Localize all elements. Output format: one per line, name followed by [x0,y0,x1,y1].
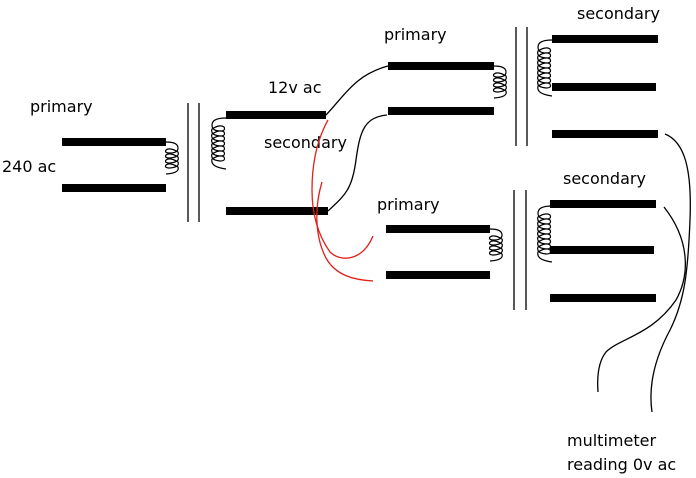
t1-primary-label: primary [30,97,93,116]
t4-secondary-label: secondary [563,169,646,188]
t2-secondary-label: secondary [264,133,347,152]
t1-winding-bar-bottom [62,184,166,192]
wiring [311,65,691,413]
t3-primary-label: primary [384,25,447,44]
t3-secondary-bar-middle [552,83,656,91]
t4-secondary-bar-top [550,200,656,208]
t3-secondary-bar-bottom [552,130,658,138]
t2-output-label: 12v ac [268,78,322,97]
meter-label-line1: multimeter [567,431,656,450]
t1-secondary-bar-bottom [226,207,328,215]
meter-lead-2 [597,206,686,393]
t4-secondary-bar-bottom [550,294,656,302]
t3-primary-bar-bottom [388,107,494,115]
wire-12v-bottom-to-t3-bottom [327,114,388,212]
meter-lead-1 [650,133,691,413]
t4-secondary-coil [537,205,553,263]
t3-primary-bar-top [388,62,494,70]
t1-primary-coil [164,141,179,175]
meter-label-line2: reading 0v ac [567,455,676,474]
t4-primary-bar-top [386,225,490,233]
t3-secondary-bar-top [552,35,658,43]
transformer-3: primary secondary [384,4,660,146]
t3-secondary-coil [537,39,553,97]
t4-primary-bar-bottom [386,271,490,279]
t4-primary-coil [488,228,503,262]
wire-12v-top-to-t3-top [325,65,389,116]
t1-secondary-bar-top [226,111,326,119]
t1-winding-bar-top [62,138,166,146]
t1-secondary-coil [211,117,227,170]
t4-primary-label: primary [377,195,440,214]
t3-primary-coil [492,65,507,99]
transformer-1: primary 240 ac 12v ac secondary [2,78,347,222]
t1-input-label: 240 ac [2,157,56,176]
red-wire-2 [316,181,374,282]
t3-secondary-label: secondary [577,4,660,23]
t4-secondary-bar-middle [550,246,654,254]
transformer-4: primary secondary [377,169,656,310]
